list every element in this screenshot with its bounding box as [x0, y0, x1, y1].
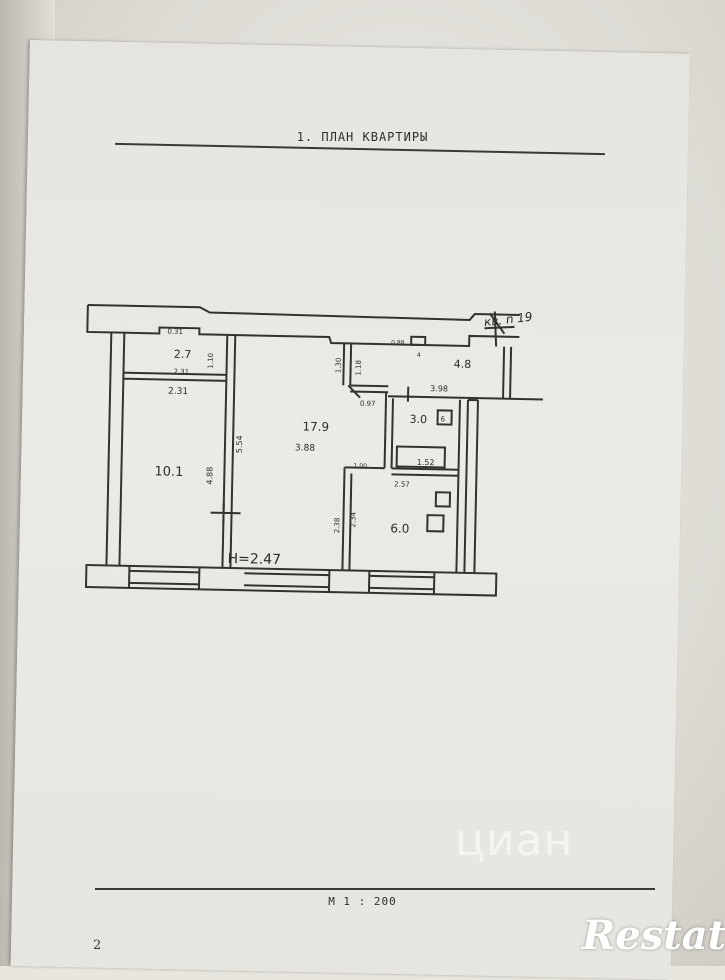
cian-watermark: циан — [455, 815, 573, 866]
dim-bath-fixture: 6 — [440, 415, 445, 423]
dim-corridor-width: 0.97 — [360, 400, 376, 408]
dim-bedroom-length: 4.88 — [205, 467, 214, 485]
restate-logo: Restate — [582, 912, 725, 959]
area-living-room: 17.9 — [302, 419, 329, 434]
dim-corridor-b: 1.18 — [354, 360, 362, 376]
dim-living-length: 5.54 — [235, 435, 244, 453]
dim-hall-small: 4 — [417, 352, 421, 359]
dim-kitchen-width: 2.57 — [394, 480, 410, 488]
dim-closet-width-a: 2.31 — [173, 368, 189, 376]
dim-bath-width: 1.52 — [417, 458, 435, 467]
area-bedroom: 10.1 — [154, 464, 183, 480]
area-kitchen: 6.0 — [390, 521, 409, 535]
ceiling-height: H=2.47 — [227, 551, 281, 568]
page-number: 2 — [93, 938, 101, 953]
dim-living-width: 3.88 — [295, 443, 316, 453]
area-bath: 3.0 — [409, 413, 427, 426]
area-hall: 4.8 — [454, 358, 472, 371]
dim-hall-width: 3.98 — [430, 384, 448, 393]
dim-kitchen-length-a: 2.38 — [333, 518, 341, 534]
dim-closet-height: 1.10 — [207, 353, 215, 369]
dim-hall-top: 0.88 — [391, 339, 405, 346]
scale-label: М 1 : 200 — [0, 895, 725, 908]
area-closet: 2.7 — [174, 348, 192, 361]
apartment-label: кв. n 19 — [483, 310, 533, 330]
dim-closet-width-b: 2.31 — [168, 387, 188, 397]
dim-top-wall: 0.31 — [167, 328, 183, 336]
dim-kitchen-length-b: 2.34 — [349, 511, 357, 527]
dim-kitchen-door: 1.00 — [354, 463, 368, 470]
scale-rule — [95, 888, 655, 890]
dim-corridor-a: 1.30 — [335, 358, 343, 374]
